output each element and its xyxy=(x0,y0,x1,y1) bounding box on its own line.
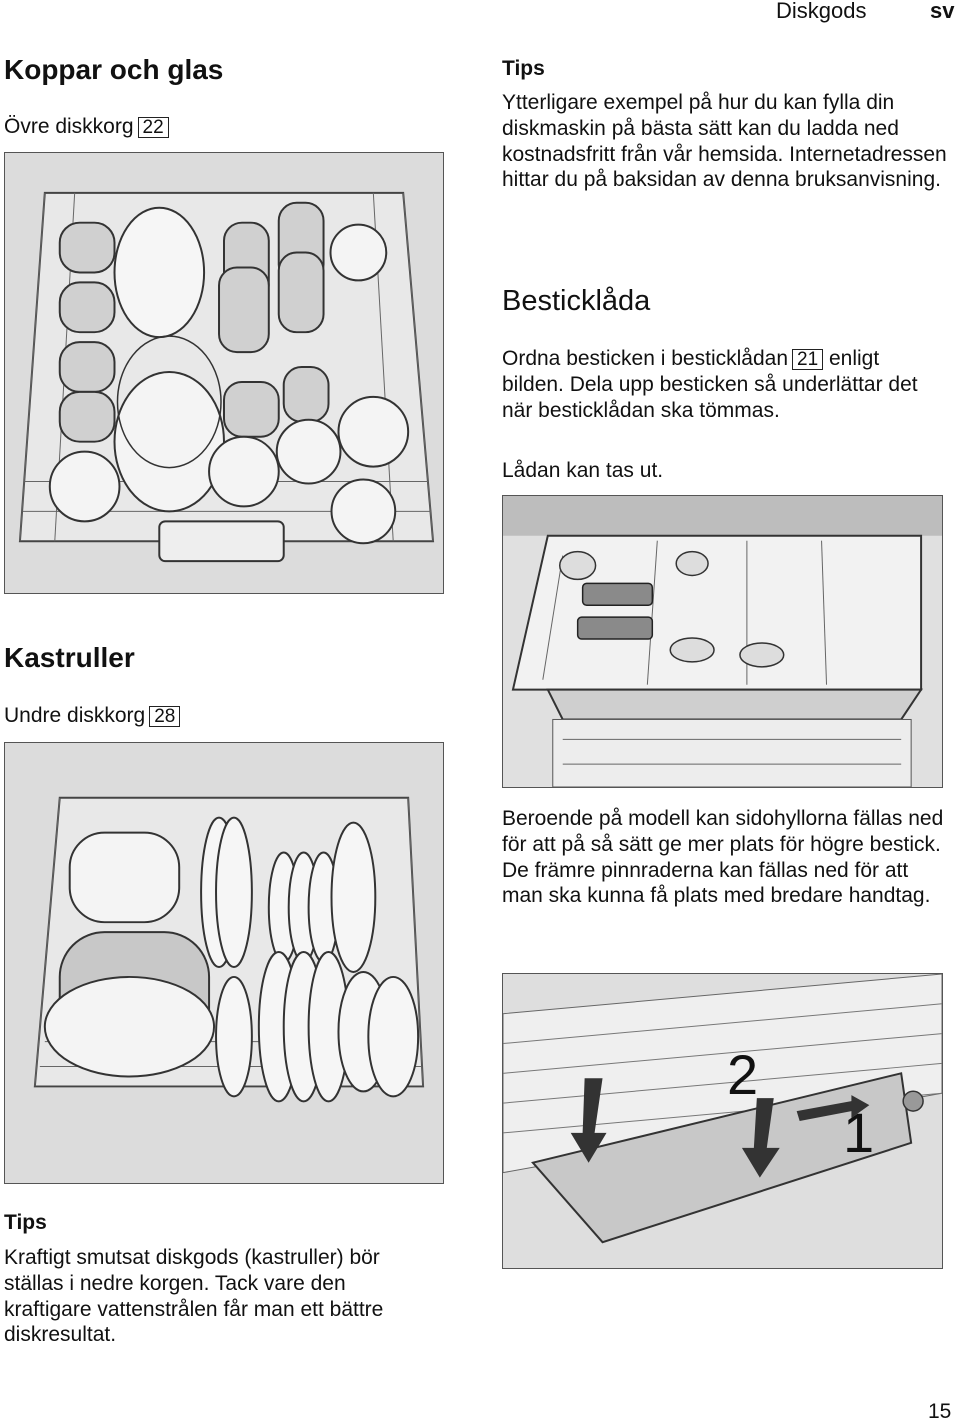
lower-basket-ref: 28 xyxy=(149,706,181,727)
shelves-text: Beroende på modell kan sidohyllorna fäll… xyxy=(502,807,944,908)
pots-heading: Kastruller xyxy=(4,642,135,673)
page-number: 15 xyxy=(928,1400,952,1423)
right-tips-title: Tips xyxy=(502,57,545,80)
left-tips-text: Kraftigt smutsat diskgods (kastruller) b… xyxy=(4,1246,384,1347)
header-lang: sv xyxy=(930,0,955,23)
header-section: Diskgods xyxy=(776,0,867,23)
lower-basket-figure xyxy=(4,742,444,1184)
upper-basket-text: Övre diskkorg xyxy=(4,115,134,138)
cutlery-drawer-figure xyxy=(502,495,943,788)
right-tips-text: Ytterligare exempel på hur du kan fylla … xyxy=(502,91,947,192)
upper-basket-figure xyxy=(4,152,444,594)
figure-label-2: 2 xyxy=(727,1043,759,1106)
cutlery-heading: Besticklåda xyxy=(502,285,651,317)
upper-basket-ref: 22 xyxy=(137,117,169,138)
cutlery-removable: Lådan kan tas ut. xyxy=(502,459,664,482)
cutlery-text-b: enligt bilden. Dela upp besticken så und… xyxy=(502,347,918,422)
folding-shelves-figure: 2 1 xyxy=(502,973,943,1269)
left-tips-title: Tips xyxy=(4,1211,47,1234)
cups-heading: Koppar och glas xyxy=(4,54,224,85)
figure-label-1: 1 xyxy=(843,1101,875,1164)
cutlery-text-a: Ordna besticken i besticklådan xyxy=(502,347,788,370)
lower-basket-text: Undre diskkorg xyxy=(4,704,146,727)
cutlery-ref: 21 xyxy=(792,349,824,370)
